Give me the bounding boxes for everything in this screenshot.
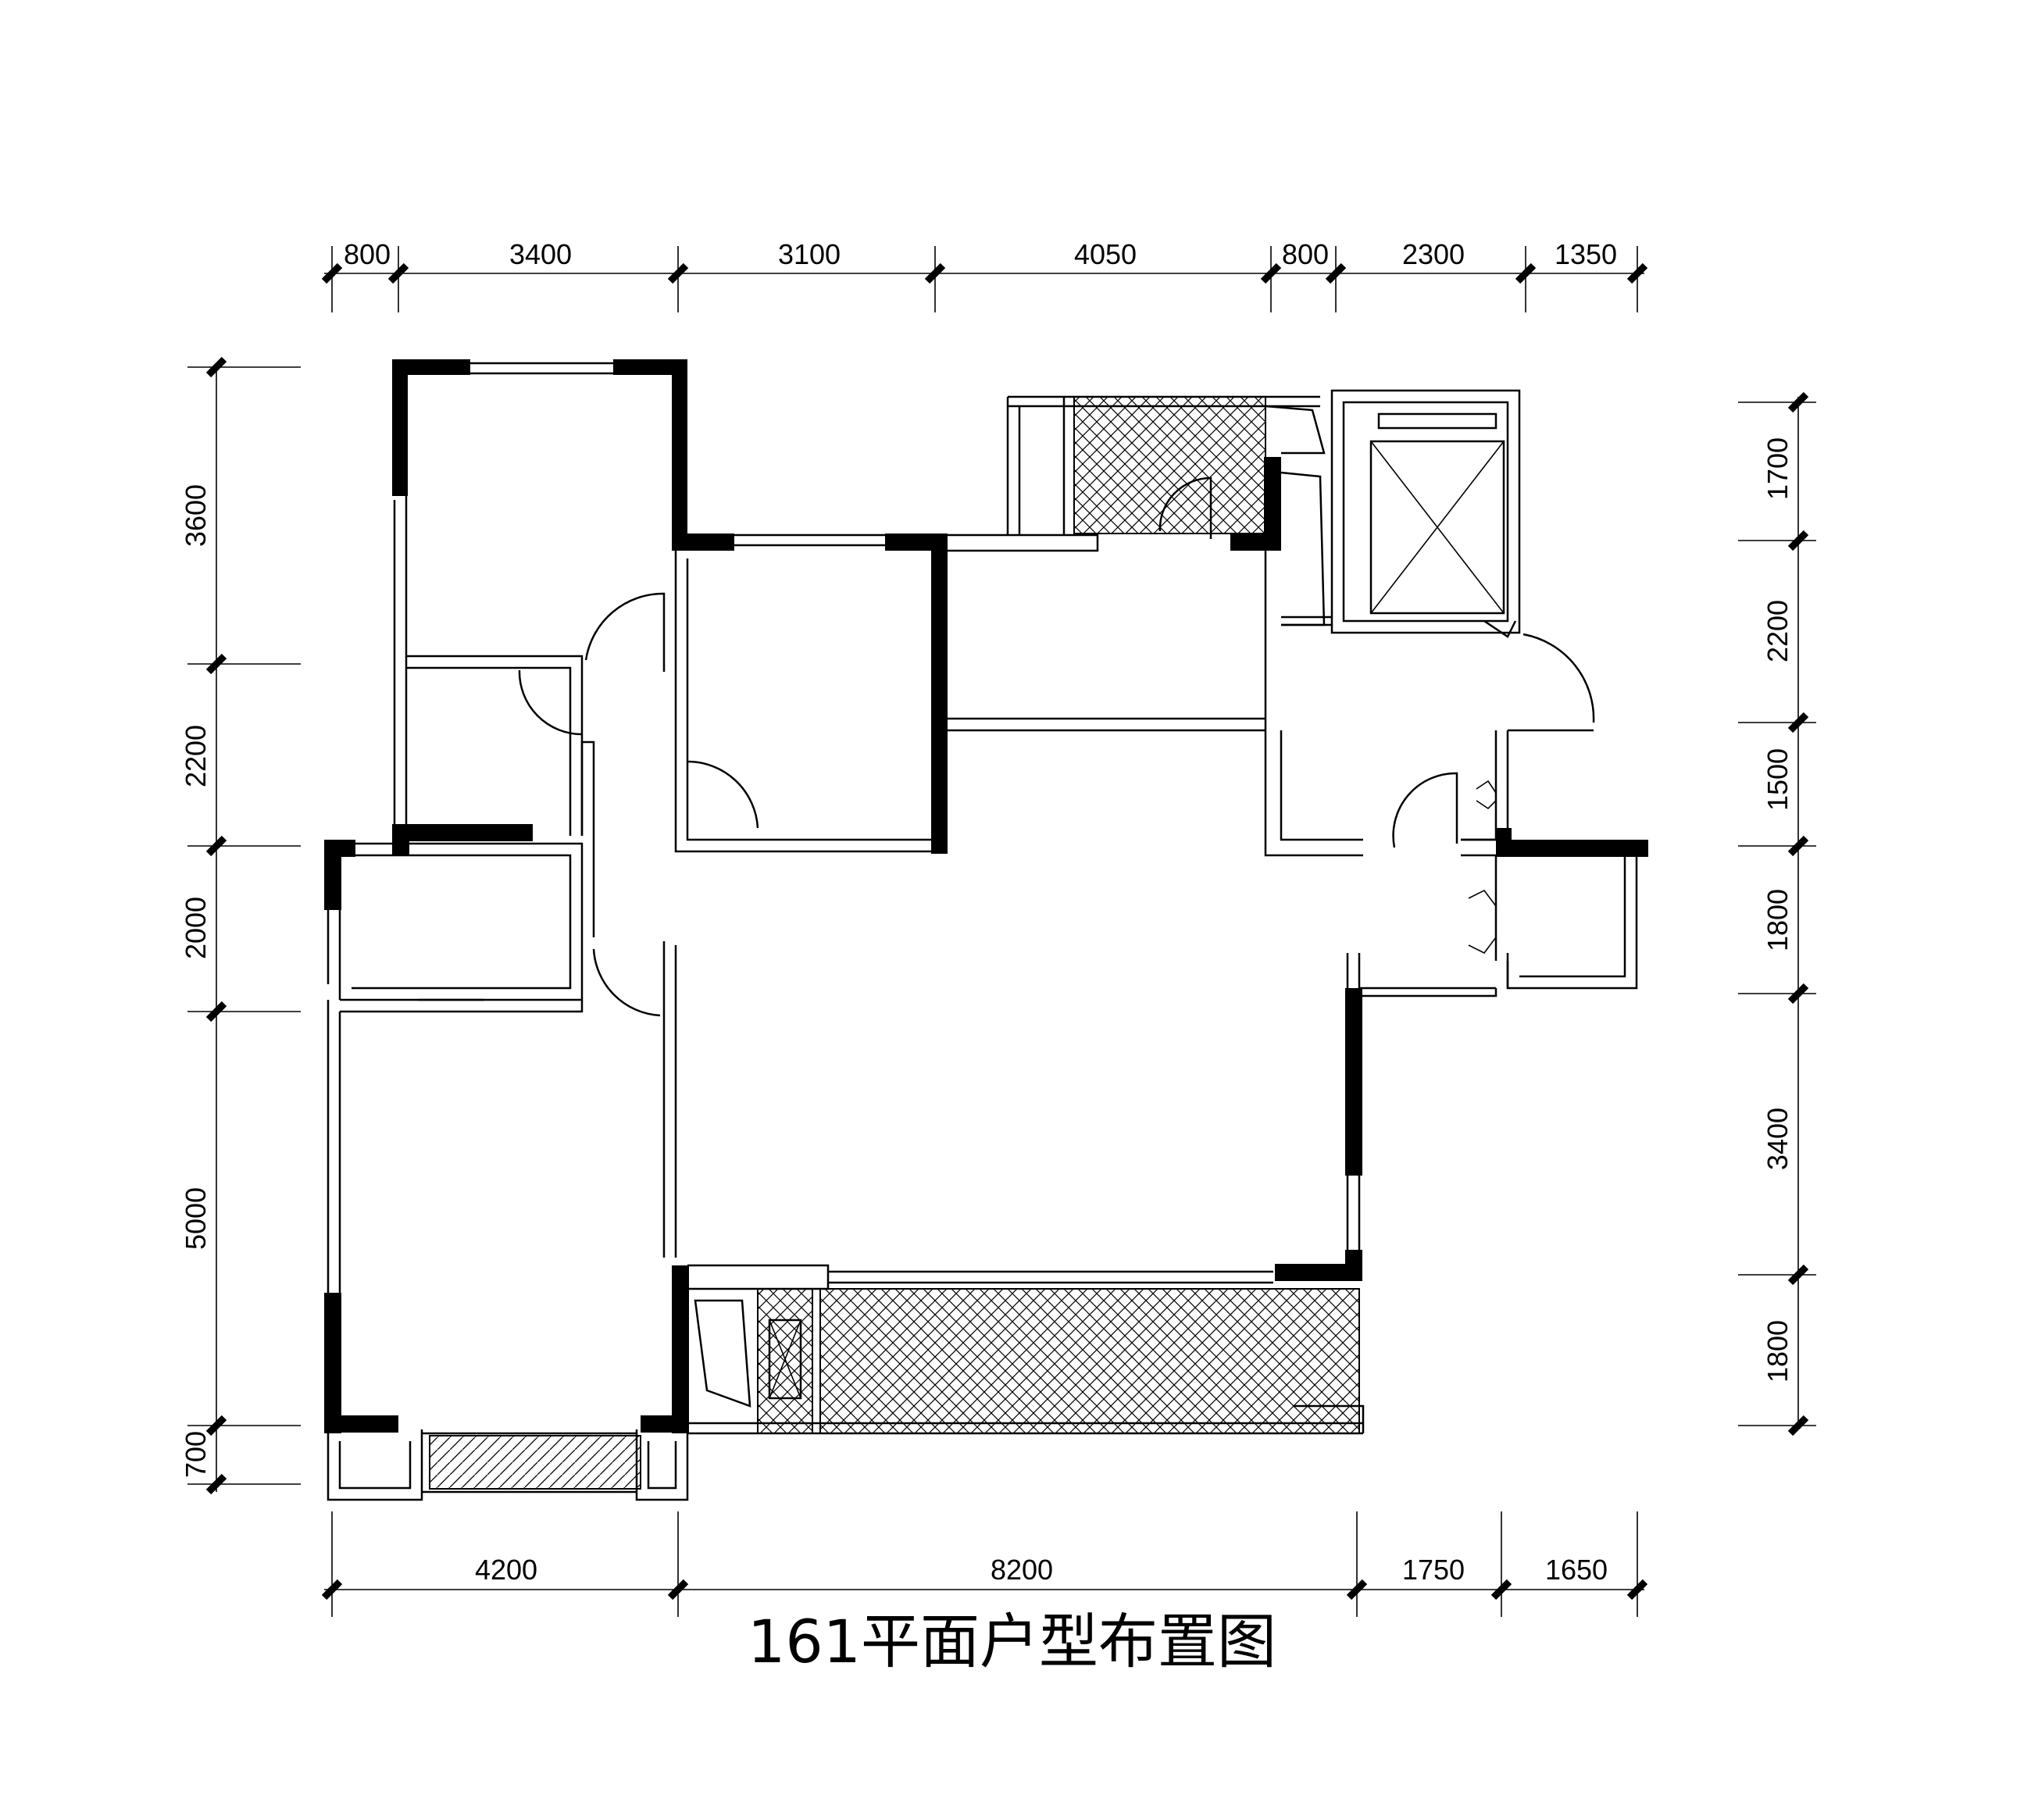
dim-left-tick bbox=[205, 356, 227, 378]
dim-top-4: 4050 bbox=[1074, 238, 1137, 270]
dimension-labels: 800 3400 3100 4050 800 2300 1350 4200 82… bbox=[180, 238, 1794, 1586]
solid-walls[interactable] bbox=[324, 359, 1648, 1433]
balcony-hatching bbox=[429, 396, 1360, 1490]
dim-right-tick bbox=[1787, 835, 1809, 857]
dim-top-tick bbox=[1515, 262, 1537, 284]
dim-left-2: 2200 bbox=[180, 725, 212, 787]
dim-bottom-tick bbox=[321, 1579, 343, 1601]
dim-left-tick bbox=[205, 1415, 227, 1436]
dim-top-7: 1350 bbox=[1555, 238, 1617, 270]
dim-top-5: 800 bbox=[1282, 238, 1329, 270]
dim-top-tick bbox=[924, 262, 946, 284]
dim-right-tick bbox=[1787, 1264, 1809, 1286]
dim-right-4: 1800 bbox=[1762, 889, 1794, 951]
dim-right-tick bbox=[1787, 391, 1809, 413]
dim-right-3: 1500 bbox=[1762, 748, 1794, 811]
page-title: 161平面户型布置图 bbox=[747, 1607, 1277, 1676]
dim-bottom-1: 4200 bbox=[475, 1554, 537, 1586]
dim-top-1: 800 bbox=[344, 238, 391, 270]
dim-bottom-tick bbox=[1346, 1579, 1368, 1601]
door-swings bbox=[518, 476, 1595, 1017]
dim-left-3: 2000 bbox=[180, 897, 212, 959]
dim-top-6: 2300 bbox=[1402, 238, 1465, 270]
dim-left-tick bbox=[205, 835, 227, 857]
dim-right-6: 1800 bbox=[1762, 1320, 1794, 1383]
dim-top-tick bbox=[387, 262, 409, 284]
dim-left-1: 3600 bbox=[180, 484, 212, 547]
dimension-ticks bbox=[187, 246, 1816, 1617]
dim-left-tick bbox=[205, 1001, 227, 1022]
dim-bottom-tick bbox=[1490, 1579, 1512, 1601]
dim-right-2: 2200 bbox=[1762, 600, 1794, 662]
dim-left-tick bbox=[205, 653, 227, 675]
dim-right-tick bbox=[1787, 983, 1809, 1005]
dim-top-tick bbox=[1260, 262, 1282, 284]
dim-bottom-2: 8200 bbox=[991, 1554, 1053, 1586]
dim-left-tick bbox=[205, 1473, 227, 1495]
dim-bottom-tick bbox=[1626, 1579, 1648, 1601]
dim-left-4: 5000 bbox=[180, 1187, 212, 1250]
dim-right-tick bbox=[1787, 712, 1809, 733]
dim-top-3: 3100 bbox=[778, 238, 841, 270]
dim-top-tick bbox=[1325, 262, 1347, 284]
dim-top-tick bbox=[667, 262, 689, 284]
dim-bottom-4: 1650 bbox=[1545, 1554, 1608, 1586]
dim-top-2: 3400 bbox=[509, 238, 572, 270]
dim-bottom-3: 1750 bbox=[1402, 1554, 1465, 1586]
dim-right-tick bbox=[1787, 530, 1809, 551]
dim-bottom-tick bbox=[667, 1579, 689, 1601]
dim-right-tick bbox=[1787, 1415, 1809, 1436]
dim-right-5: 3400 bbox=[1762, 1108, 1794, 1170]
dim-top-tick bbox=[321, 262, 343, 284]
dimension-lines bbox=[216, 273, 1799, 1590]
dim-top-tick bbox=[1626, 262, 1648, 284]
dim-right-1: 1700 bbox=[1762, 437, 1794, 500]
dim-left-5: 700 bbox=[180, 1431, 212, 1478]
